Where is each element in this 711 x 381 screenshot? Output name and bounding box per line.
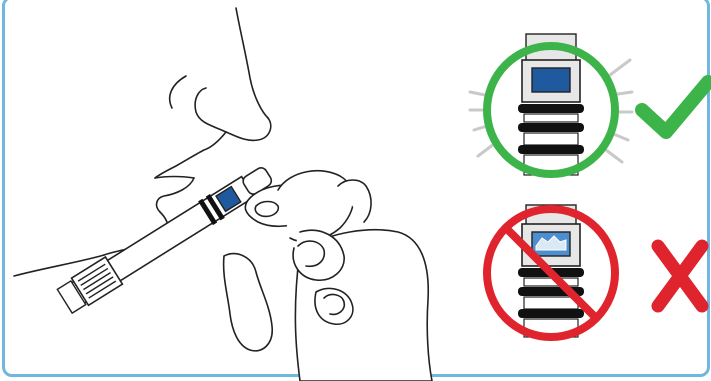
incorrect-example bbox=[483, 204, 709, 341]
correct-ring bbox=[483, 42, 619, 178]
dose-window bbox=[215, 185, 242, 213]
checkmark-icon bbox=[635, 75, 711, 139]
correct-example bbox=[468, 33, 711, 178]
face-profile bbox=[13, 7, 272, 277]
x-mark-icon bbox=[651, 239, 709, 313]
dose-window-correct bbox=[531, 67, 571, 93]
device-closeup-correct bbox=[518, 33, 584, 176]
no-sign-ring bbox=[483, 205, 619, 341]
hand bbox=[222, 169, 433, 381]
inhaler-device bbox=[56, 167, 273, 315]
no-sign-slash bbox=[502, 224, 600, 322]
